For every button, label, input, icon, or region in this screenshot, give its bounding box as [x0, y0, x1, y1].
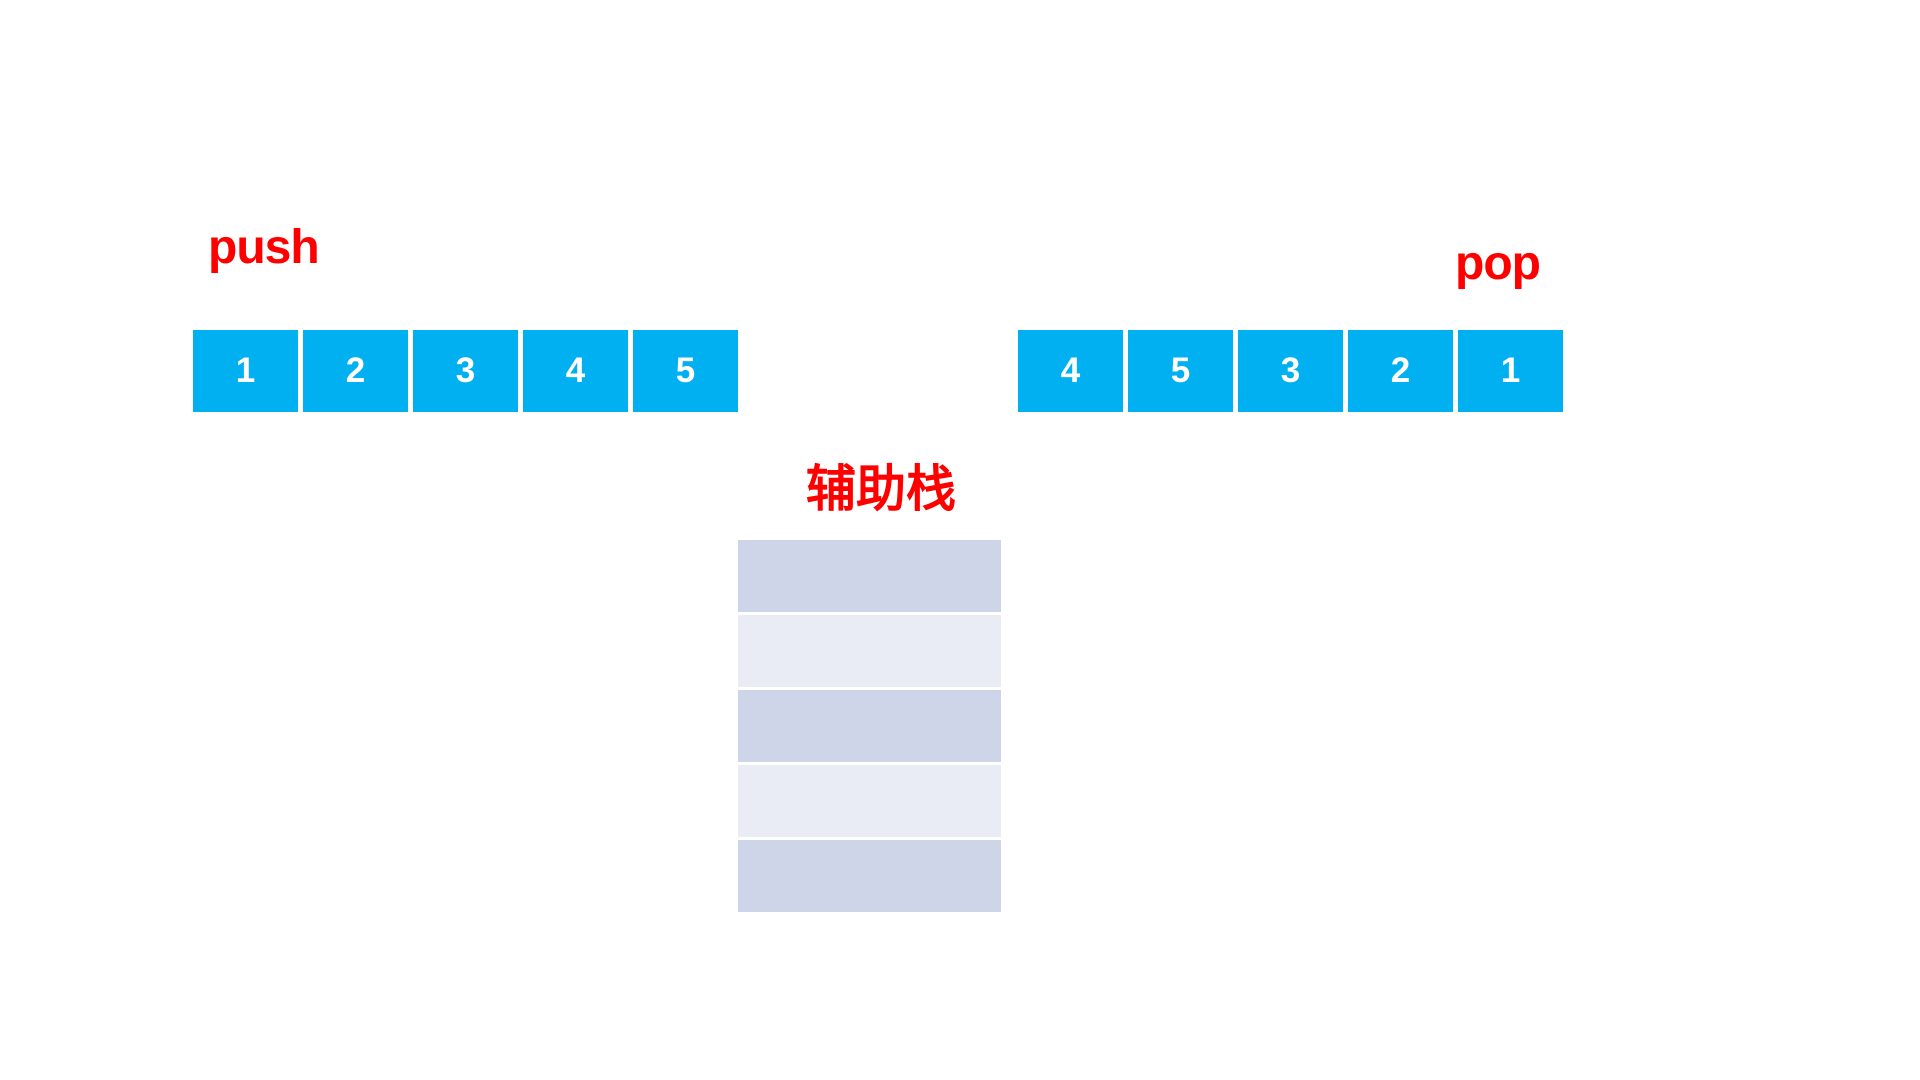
aux-stack-slot — [738, 690, 1001, 762]
push-sequence-cell: 2 — [303, 330, 408, 412]
pop-sequence-array: 4 5 3 2 1 — [1018, 330, 1563, 412]
aux-stack-slot — [738, 765, 1001, 837]
pop-sequence-cell: 1 — [1458, 330, 1563, 412]
push-label: push — [208, 221, 320, 274]
push-sequence-cell: 3 — [413, 330, 518, 412]
push-sequence-cell: 4 — [523, 330, 628, 412]
push-sequence-cell: 1 — [193, 330, 298, 412]
aux-stack — [738, 540, 1001, 912]
pop-sequence-cell: 3 — [1238, 330, 1343, 412]
aux-stack-label: 辅助栈 — [806, 461, 956, 517]
pop-sequence-cell: 2 — [1348, 330, 1453, 412]
pop-sequence-cell: 4 — [1018, 330, 1123, 412]
aux-stack-slot — [738, 540, 1001, 612]
pop-sequence-cell: 5 — [1128, 330, 1233, 412]
push-sequence-array: 1 2 3 4 5 — [193, 330, 738, 412]
aux-stack-slot — [738, 615, 1001, 687]
pop-label: pop — [1455, 237, 1541, 290]
push-sequence-cell: 5 — [633, 330, 738, 412]
aux-stack-slot — [738, 840, 1001, 912]
